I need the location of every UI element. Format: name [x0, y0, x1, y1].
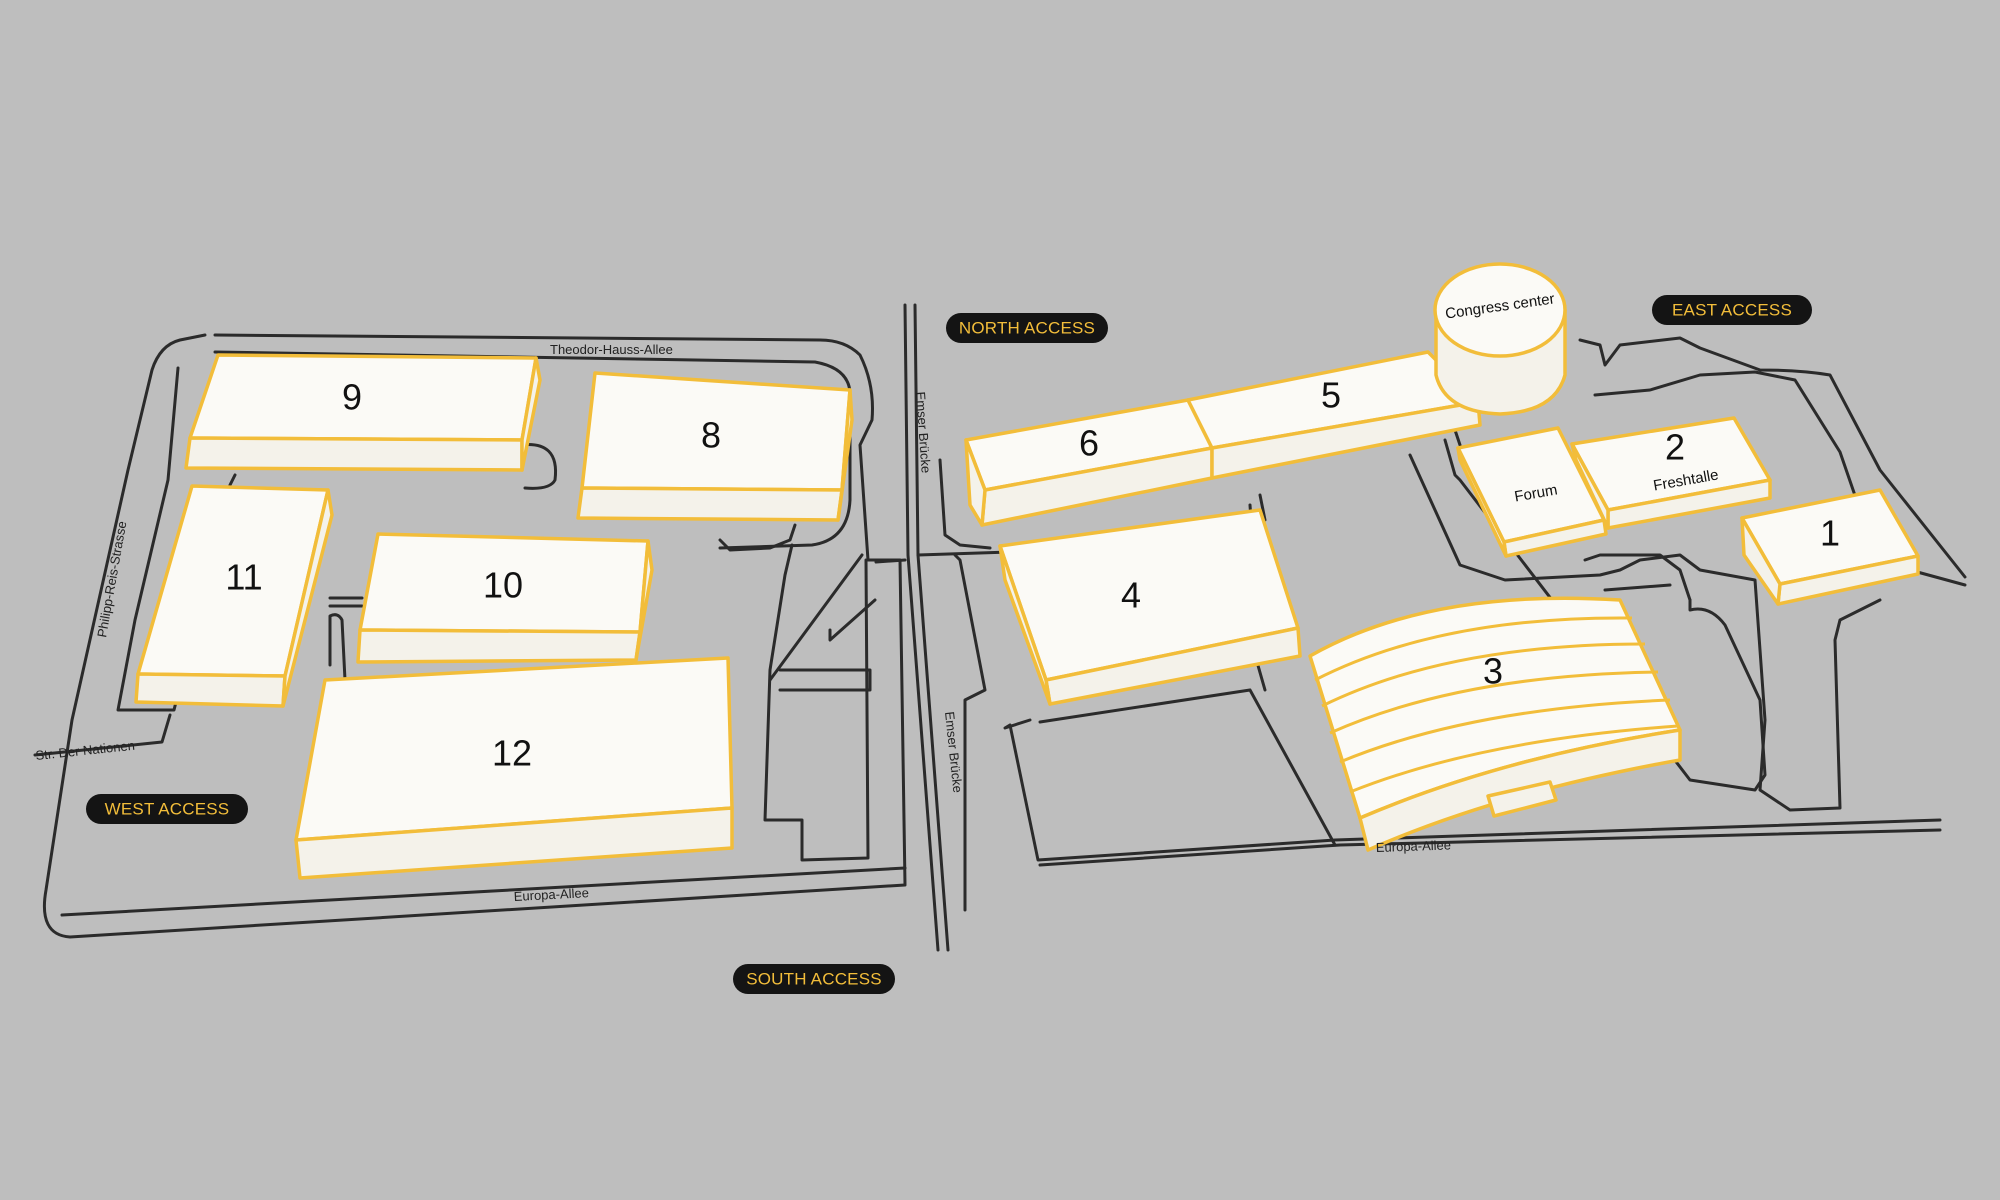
- road-east-inner: [1408, 453, 1882, 812]
- hall-6[interactable]: 6: [964, 398, 1214, 527]
- road-east-south: [1443, 438, 1767, 792]
- road-europa-west: [60, 866, 907, 917]
- road-hall12-west: [328, 613, 347, 682]
- street-emser-bruecke-south: Emser Brücke: [942, 711, 965, 794]
- hall-2-label: 2: [1665, 427, 1685, 468]
- road-network: [33, 303, 1967, 952]
- congress-center[interactable]: Congress center: [1433, 262, 1567, 416]
- road-east-spur: [1248, 428, 1462, 692]
- access-east[interactable]: EAST ACCESS: [1652, 295, 1812, 325]
- hall-2[interactable]: 2 Freshtalle: [1570, 416, 1772, 530]
- hall-10-label: 10: [483, 565, 523, 606]
- street-emser-bruecke-north: Emser Brücke: [913, 391, 934, 473]
- hall-4[interactable]: 4: [998, 508, 1302, 706]
- street-theodor-hauss-allee: Theodor-Hauss-Allee: [550, 342, 673, 357]
- hall-1-label: 1: [1820, 513, 1840, 554]
- street-europa-allee-east: Europa-Allee: [1376, 837, 1452, 855]
- road-east-ring: [953, 553, 1942, 912]
- road-east-north: [938, 458, 992, 550]
- road-theodor-inner: [213, 350, 852, 550]
- emser-bruecke-west: [903, 303, 940, 952]
- road-west-ring: [42, 333, 907, 939]
- hall-8[interactable]: 8: [576, 371, 854, 522]
- hall-10[interactable]: 10: [356, 532, 654, 664]
- access-west-label: WEST ACCESS: [105, 799, 230, 818]
- hall-12[interactable]: 12: [294, 656, 734, 880]
- hall-11[interactable]: 11: [134, 484, 334, 708]
- emser-crossing: [874, 550, 1012, 564]
- road-center-diagonal: [768, 553, 877, 682]
- road-center-cross: [778, 668, 872, 692]
- access-west[interactable]: WEST ACCESS: [86, 794, 248, 824]
- road-hall9-loop: [518, 442, 558, 490]
- access-north[interactable]: NORTH ACCESS: [946, 313, 1108, 343]
- hall-3-label: 3: [1483, 651, 1503, 692]
- road-europa-east: [1038, 828, 1942, 867]
- hall-6-label: 6: [1079, 423, 1099, 464]
- hall-11-label: 11: [225, 557, 262, 598]
- road-center-south: [763, 543, 870, 862]
- hall-4-label: 4: [1121, 575, 1141, 616]
- hall-9-label: 9: [342, 377, 362, 418]
- hall-5-label: 5: [1321, 375, 1341, 416]
- hall-8-label: 8: [701, 415, 721, 456]
- road-congress-loop: [1578, 336, 1967, 579]
- road-nationen: [33, 713, 172, 757]
- hall-9[interactable]: 9: [184, 353, 542, 472]
- access-north-label: NORTH ACCESS: [959, 318, 1095, 337]
- access-south[interactable]: SOUTH ACCESS: [733, 964, 895, 994]
- road-west-inner: [116, 366, 237, 712]
- hall-3[interactable]: 3: [1308, 596, 1682, 852]
- road-hall10-link: [328, 596, 364, 608]
- hall-1[interactable]: 1: [1740, 488, 1920, 606]
- access-east-label: EAST ACCESS: [1672, 300, 1792, 319]
- forum[interactable]: Forum: [1456, 426, 1608, 558]
- street-der-nationen: Str. Der Nationen: [35, 738, 136, 763]
- road-center-bend: [718, 523, 797, 552]
- street-philipp-reis-strasse: Philipp-Reis-Strasse: [94, 520, 129, 639]
- road-east-center: [1038, 688, 1337, 847]
- hall-12-label: 12: [492, 733, 532, 774]
- road-hall3-surround: [1583, 553, 1692, 602]
- street-europa-allee-west: Europa-Allee: [513, 885, 589, 904]
- access-south-label: SOUTH ACCESS: [746, 969, 882, 988]
